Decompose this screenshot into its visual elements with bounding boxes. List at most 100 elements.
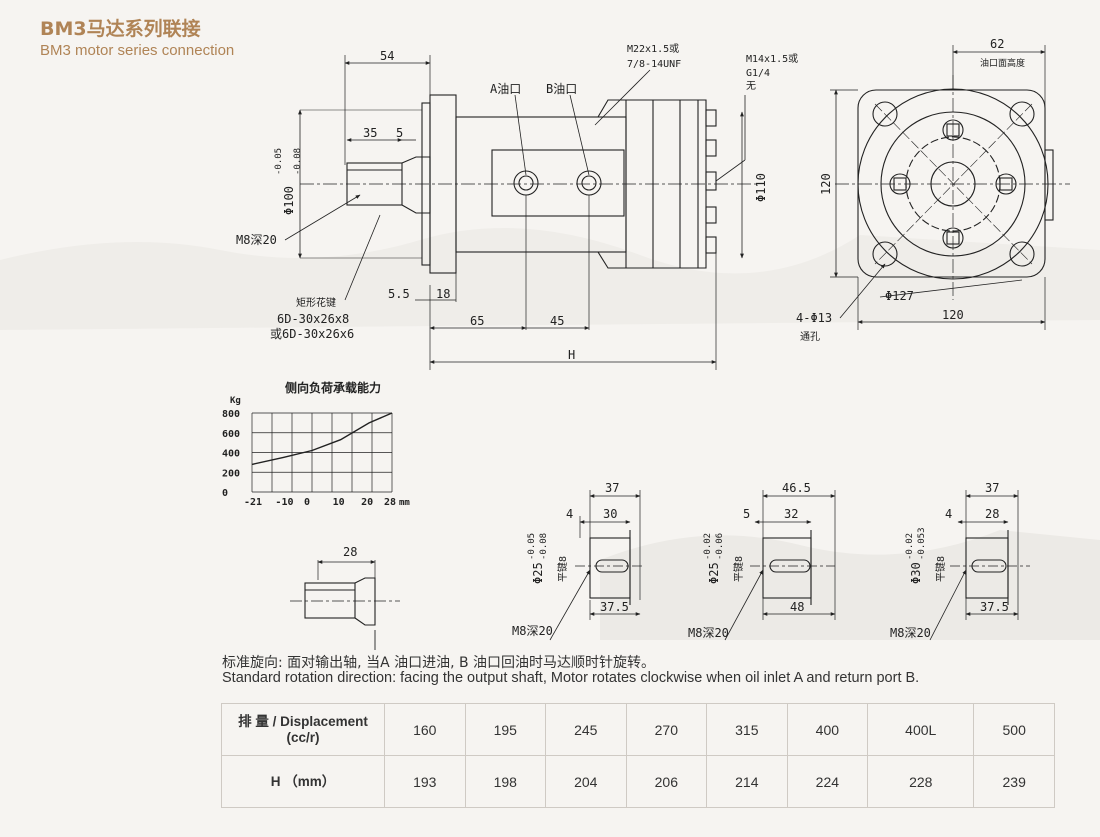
shaft-variant-2 [549,490,645,641]
motor-side-view [284,55,760,370]
shaft2-key: 平键8 [556,556,569,582]
shaft3-dim-48: 48 [790,600,804,614]
x-tick-label: -21 [244,497,262,508]
spline-title: 矩形花键 [296,296,336,309]
shaft4-m8: M8深20 [890,626,931,640]
x-tick-label: 0 [304,497,310,508]
dim-m8: M8深20 [236,233,277,247]
table-cell: 239 [973,755,1055,808]
shaft2-dia: Φ25 [531,562,545,584]
shaft4-tol-bot: -0.053 [917,527,927,560]
y-tick-label: 400 [222,449,240,460]
shaft4-tol-top: -0.02 [905,533,915,560]
through-hole-label: 通孔 [800,331,820,343]
spline-spec-1: 6D-30x26x8 [277,312,349,326]
dim-phi100-tol-bot: -0.08 [293,148,303,175]
y-tick-label: 0 [222,488,228,499]
shaft2-m8: M8深20 [512,624,553,638]
shaft2-dim-37: 37 [605,481,619,495]
table-cell: 315 [706,703,788,756]
dim-45: 45 [550,314,564,328]
flange-height-label: 油口面高度 [980,57,1025,69]
table-cell: 228 [867,755,975,808]
port-thread-unf: 7/8-14UNF [627,59,681,70]
shaft3-key: 平键8 [732,556,745,582]
port-b-label: B油口 [546,82,577,96]
shaft4-key: 平键8 [934,556,947,582]
table-cell: 195 [464,703,547,756]
table-row-H: H （mm） 193 198 204 206 214 224 228 239 [221,755,1055,808]
y-tick-label: 200 [222,468,240,479]
x-tick-label: 10 [333,497,345,508]
holes-label: 4-Φ13 [796,311,832,325]
table-cell: 500 [973,703,1055,756]
dim-phi100-tol-top: -0.05 [274,148,284,175]
table-cell: 204 [545,755,627,808]
shaft-variant-4 [929,490,1030,641]
rotation-note-en: Standard rotation direction: facing the … [222,670,920,686]
shaft3-dim-46-5: 46.5 [782,481,811,495]
dim-5-5: 5.5 [388,287,410,301]
shaft2-dim-30: 30 [603,507,617,521]
shaft-variant-3 [724,490,836,641]
shaft3-dia: Φ25 [707,562,721,584]
row-label-displacement: 排 量 / Displacement (cc/r) [221,703,385,756]
table-cell: 214 [706,755,788,808]
dim-5: 5 [396,126,403,140]
y-tick-label: 600 [222,429,240,440]
table-cell: 270 [625,703,708,756]
dim-18: 18 [436,287,450,301]
spline-spec-2: 或6D-30x26x6 [270,327,354,341]
dim-phi110: Φ110 [754,173,768,202]
dim-35: 35 [363,126,377,140]
table-cell: 245 [545,703,627,756]
shaft2-tol-bot: -0.08 [539,533,549,560]
shaft4-dim-37: 37 [985,481,999,495]
table-cell: 206 [625,755,708,808]
shaft2-tol-top: -0.05 [527,533,537,560]
shaft4-dim-28: 28 [985,507,999,521]
dim-65: 65 [470,314,484,328]
table-row-displacement: 排 量 / Displacement (cc/r) 160 195 245 27… [221,703,1055,756]
drain-none: 无 [746,81,756,92]
dim-H: H [568,348,575,362]
drain-thread-g14: G1/4 [746,68,770,79]
shaft3-tol-bot: -0.06 [715,533,725,560]
table-cell: 193 [384,755,466,808]
drain-thread-m14: M14x1.5或 [746,53,798,65]
dim-phi100: Φ100 [282,186,296,215]
shaft2-dim-4: 4 [566,507,573,521]
shaft4-dim-37-5: 37.5 [980,600,1009,614]
load-curve [251,412,393,466]
load-chart-y-unit: Kg [230,396,241,406]
shaft3-dim-5: 5 [743,507,750,521]
motor-front-view [830,45,1070,330]
shaft3-tol-top: -0.02 [703,533,713,560]
x-tick-label: 28 [384,497,396,508]
table-cell: 400 [786,703,869,756]
dim-62: 62 [990,37,1004,51]
displacement-table: 排 量 / Displacement (cc/r) 160 195 245 27… [221,703,1055,808]
table-cell: 224 [786,755,869,808]
dim-phi127: Φ127 [885,289,914,303]
dim-54: 54 [380,49,394,63]
shaft1-dim-28: 28 [343,545,357,559]
x-tick-label: -10 [275,497,293,508]
row-label-H: H （mm） [221,755,385,808]
row-label-displacement-a: 排 量 / Displacement [238,713,368,729]
load-chart-title: 侧向负荷承载能力 [285,380,381,395]
table-cell: 400L [867,703,975,756]
shaft2-dim-37-5: 37.5 [600,600,629,614]
table-cell: 198 [464,755,547,808]
dim-120-vertical: 120 [819,173,833,195]
table-cell: 160 [384,703,466,756]
row-label-displacement-b: (cc/r) [286,729,320,745]
x-tick-label: 20 [361,497,373,508]
dim-120-horizontal: 120 [942,308,964,322]
shaft4-dim-4: 4 [945,507,952,521]
shaft3-dim-32: 32 [784,507,798,521]
port-a-label: A油口 [490,82,521,96]
shaft4-dia: Φ30 [909,562,923,584]
